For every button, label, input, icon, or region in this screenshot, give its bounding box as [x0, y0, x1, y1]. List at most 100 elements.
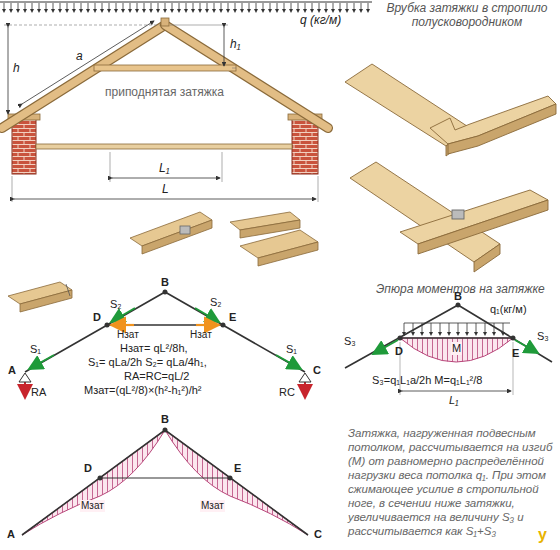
dimension-label: L [162, 183, 169, 197]
load-arrow-head [402, 332, 406, 336]
load-arrow [368, 3, 369, 10]
load-arrow-head [191, 9, 195, 13]
load-arrow-head [492, 332, 496, 336]
ridge [161, 18, 169, 26]
dimension-line [14, 199, 316, 200]
load-arrow-head [345, 9, 349, 13]
load-arrow-head [16, 9, 20, 13]
load-arrow-head [93, 9, 97, 13]
tie-moment-diagram [345, 303, 552, 396]
load-arrow-head [317, 9, 321, 13]
dimension-label: L₁ [159, 162, 169, 176]
load-arrows [0, 2, 372, 13]
load-arrow [221, 3, 222, 10]
support-symbol [299, 373, 311, 382]
load-arrow-head [107, 9, 111, 13]
load-arrow [242, 3, 243, 10]
load-arrow-head [163, 9, 167, 13]
load-arrow [144, 3, 145, 10]
load-line [0, 2, 372, 3]
load-arrow [95, 3, 96, 10]
load-arrow [172, 3, 173, 10]
load-arrow-head [261, 9, 265, 13]
load-arrow-head [303, 9, 307, 13]
load-arrow [413, 323, 414, 333]
load-arrow-head [254, 9, 258, 13]
rafter [165, 25, 328, 128]
load-arrow [46, 3, 47, 10]
load-arrow-head [438, 332, 442, 336]
load-arrow-head [324, 9, 328, 13]
beam-sketch [20, 290, 72, 312]
force-label: Hзат [117, 329, 139, 341]
load-arrow [291, 3, 292, 10]
point-label: D [84, 462, 92, 475]
force-label: S₂ [210, 296, 222, 309]
brick-wall [12, 118, 36, 174]
load-arrow [151, 3, 152, 10]
tie-sketch [418, 200, 548, 254]
force-arrow [196, 324, 219, 326]
formula: RA=RC=qL/2 [124, 370, 189, 383]
load-arrow-head [23, 9, 27, 13]
load-arrow-head [226, 9, 230, 13]
load-arrow-head [9, 9, 13, 13]
figure-title: Врубка затяжки в стропило полусковородни… [377, 2, 557, 30]
load-arrow [319, 3, 320, 10]
load-arrow-head [501, 332, 505, 336]
moment-label: Mзат [80, 500, 105, 512]
reaction-label: RC [279, 386, 295, 399]
load-arrow [130, 3, 131, 10]
extension-line [110, 152, 111, 182]
joint-dot [228, 476, 233, 481]
tie-line [100, 477, 230, 478]
force-label: S₂ [110, 298, 122, 311]
formula: Hзат= qL²/8h, [120, 342, 188, 355]
moment-area [400, 338, 513, 362]
joint-dot [163, 428, 168, 433]
truss-line [25, 292, 305, 372]
load-arrow-head [65, 9, 69, 13]
load-arrow [179, 3, 180, 10]
load-arrow-head [282, 9, 286, 13]
load-arrow-head [233, 9, 237, 13]
load-arrow [207, 3, 208, 10]
load-arrow [109, 3, 110, 10]
extension-line [4, 25, 160, 26]
metal-plate [180, 226, 190, 234]
load-arrow [305, 3, 306, 10]
load-arrow [494, 323, 495, 333]
load-arrow [270, 3, 271, 10]
roof-illustration [2, 18, 328, 202]
force-arrow [111, 324, 134, 326]
point-label: D [395, 345, 403, 358]
extension-line [222, 152, 223, 182]
load-arrow-head [310, 9, 314, 13]
joint-dot [105, 323, 110, 328]
rafter [165, 25, 328, 128]
load-arrow-head [219, 9, 223, 13]
load-arrow-head [359, 9, 363, 13]
load-arrow-head [268, 9, 272, 13]
tie-load-arrows [402, 323, 510, 336]
load-arrow [298, 3, 299, 10]
load-label: q (кг/м) [300, 14, 341, 28]
force-arrow [276, 355, 301, 369]
load-arrow [88, 3, 89, 10]
load-arrow-head [240, 9, 244, 13]
load-arrow [284, 3, 285, 10]
watermark: y [538, 526, 547, 544]
load-arrow [116, 3, 117, 10]
load-arrow [32, 3, 33, 10]
load-arrow [347, 3, 348, 10]
force-arrow [29, 355, 54, 369]
load-arrow [158, 3, 159, 10]
load-arrow-head [128, 9, 132, 13]
notch-joint-sketches [345, 64, 556, 272]
load-arrow [467, 323, 468, 333]
load-arrow [228, 3, 229, 10]
extension-line [12, 176, 13, 202]
load-arrow [458, 323, 459, 333]
load-arrow-head [205, 9, 209, 13]
load-arrow-head [142, 9, 146, 13]
